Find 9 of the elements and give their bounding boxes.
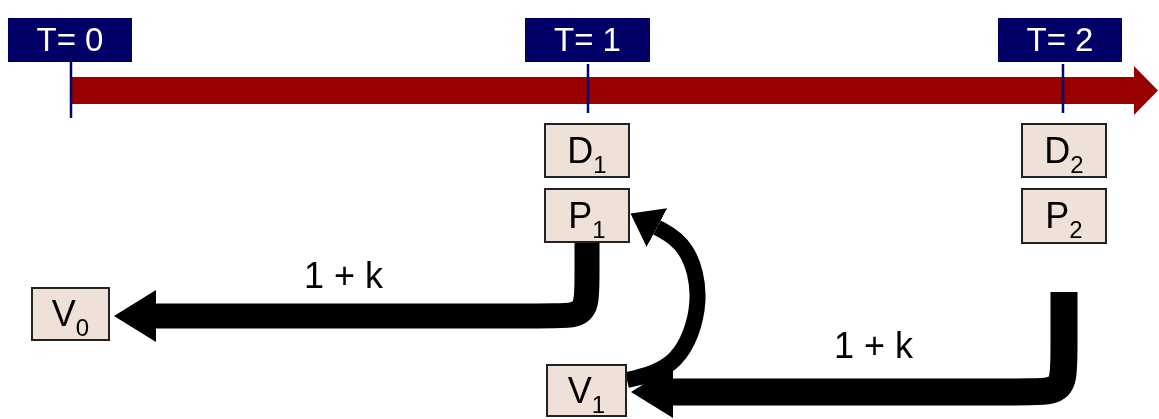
time-label-box: T= 2 [998, 18, 1122, 62]
time-label-box: T= 0 [8, 18, 132, 62]
variable-box: D$_{2}$ [1021, 123, 1107, 178]
variable-box: D$_{1}$ [544, 123, 630, 178]
variable-box: P$_{2}$ [1021, 188, 1107, 244]
variable-box: V$_{0}$ [31, 287, 110, 341]
variable-box: P$_{1}$ [544, 188, 630, 243]
time-label-box: T= 1 [525, 18, 650, 62]
variable-box: V$_{1}$ [546, 364, 627, 417]
